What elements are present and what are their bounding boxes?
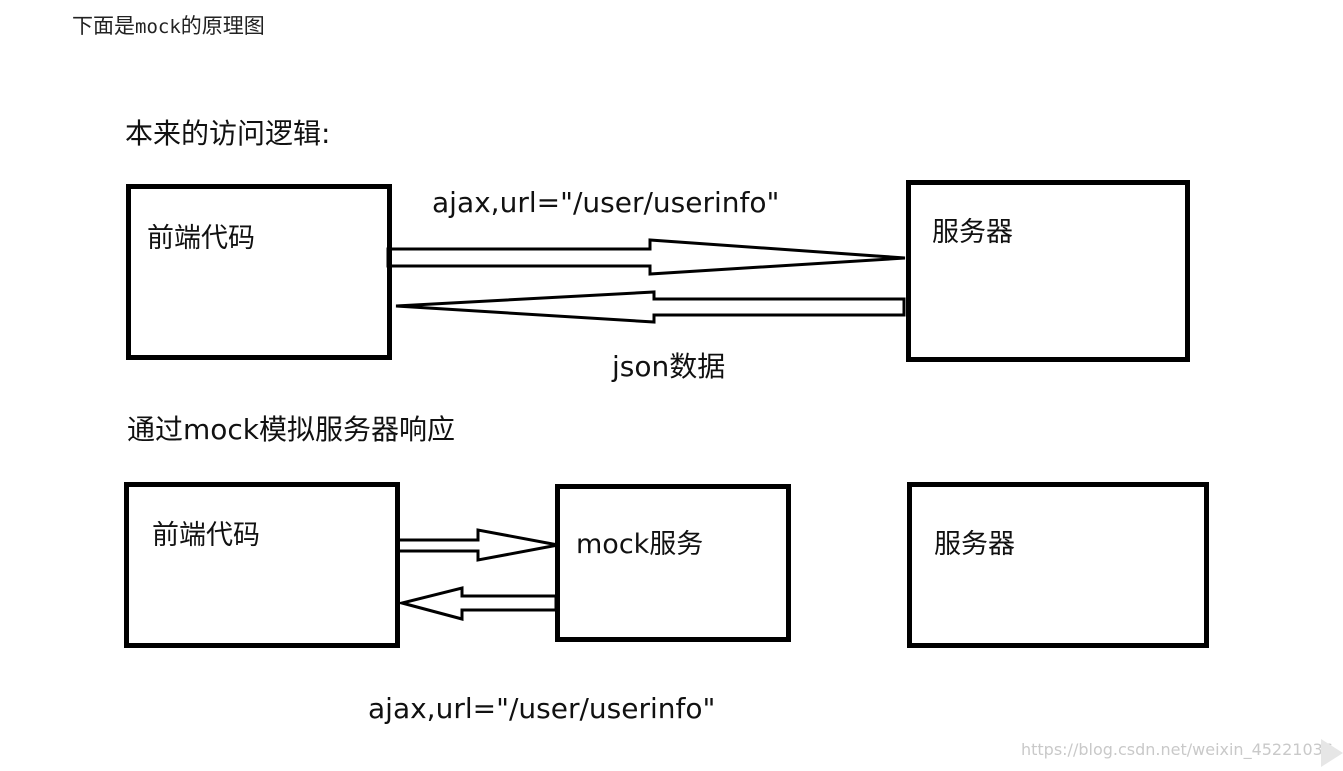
page-caption: 下面是mock的原理图 — [72, 10, 265, 40]
caption-suffix: 的原理图 — [180, 14, 265, 38]
frontend-label-original: 前端代码 — [147, 223, 255, 254]
response-arrow-mock — [396, 586, 558, 621]
frontend-label-mock: 前端代码 — [152, 520, 260, 551]
original-flow-title: 本来的访问逻辑: — [125, 117, 331, 150]
mock-service-label: mock服务 — [576, 529, 704, 560]
play-icon — [1321, 739, 1343, 767]
frontend-box-mock — [124, 482, 400, 648]
response-label-original: json数据 — [612, 350, 726, 383]
request-label-mock: ajax,url="/user/userinfo" — [368, 692, 716, 725]
server-label-mock: 服务器 — [934, 529, 1015, 560]
request-label-original: ajax,url="/user/userinfo" — [432, 186, 780, 219]
caption-prefix: 下面是 — [72, 14, 135, 38]
server-box-mock — [907, 482, 1209, 648]
server-label-original: 服务器 — [932, 217, 1013, 248]
mock-service-box — [555, 484, 791, 642]
response-arrow-original — [395, 290, 906, 324]
request-arrow-mock — [396, 528, 559, 562]
watermark-text: https://blog.csdn.net/weixin_45221036 — [1020, 740, 1333, 759]
request-arrow-original — [386, 238, 906, 276]
server-box-original — [906, 180, 1190, 362]
frontend-box-original — [126, 184, 392, 360]
caption-code: mock — [135, 16, 181, 38]
mock-flow-title: 通过mock模拟服务器响应 — [127, 413, 456, 446]
